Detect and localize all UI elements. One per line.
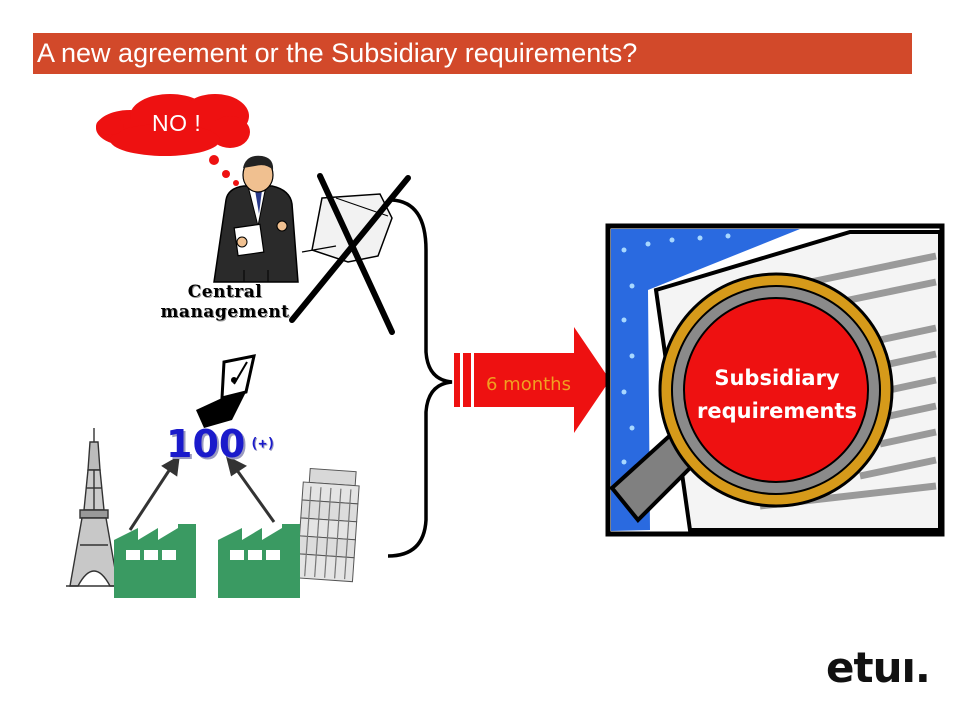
employee-count-suffix: (+) xyxy=(250,436,276,452)
arrow-label: 6 months xyxy=(486,374,571,395)
central-management-line1: Central xyxy=(187,282,263,302)
central-management-line2: management xyxy=(160,302,290,322)
magnifying-glass-icon xyxy=(609,272,894,523)
slide-title: A new agreement or the Subsidiary requir… xyxy=(33,33,912,74)
eiffel-tower-icon xyxy=(66,428,122,587)
factory-icon xyxy=(114,524,196,598)
red-arrow-icon xyxy=(454,327,610,433)
thought-cloud-icon xyxy=(96,94,250,186)
factory-arrows xyxy=(128,455,276,531)
leaning-tower-icon xyxy=(296,467,360,583)
fountain-pen-icon xyxy=(196,354,256,428)
thought-bubble-text: NO ! xyxy=(152,110,202,136)
factory-icon xyxy=(218,524,300,598)
crossed-document-icon xyxy=(289,173,411,335)
subsidiary-line2: requirements xyxy=(697,399,857,423)
grouping-brace xyxy=(387,198,453,558)
etui-logo: etuı. xyxy=(826,643,931,692)
subsidiary-requirements-label: Subsidiary requirements xyxy=(686,362,868,428)
subsidiary-line1: Subsidiary xyxy=(714,366,840,390)
central-management-label: Central management xyxy=(140,282,310,322)
businessman-icon xyxy=(213,155,299,283)
employee-count: 100 xyxy=(166,422,246,466)
